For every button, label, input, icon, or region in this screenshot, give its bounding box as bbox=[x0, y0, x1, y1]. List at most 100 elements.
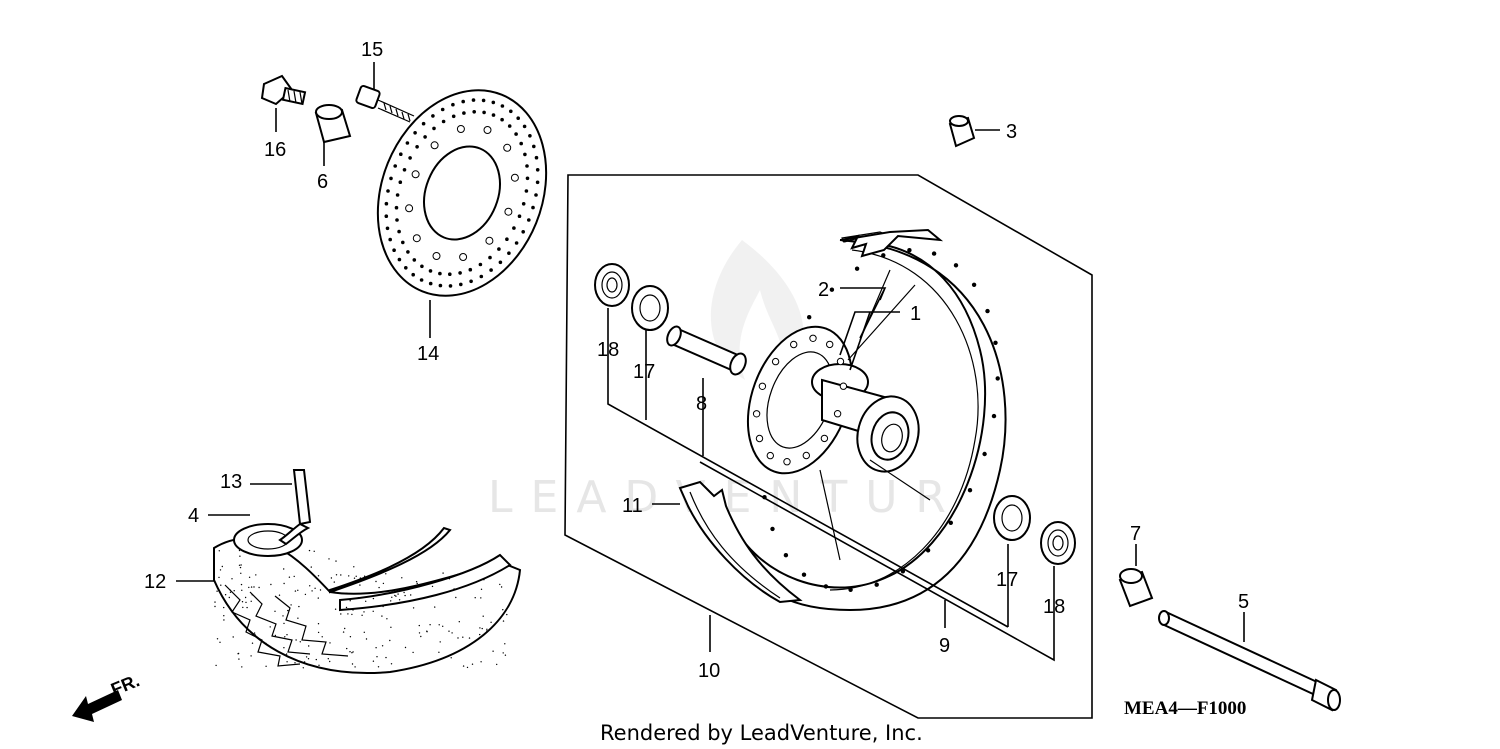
tire-stipple-dot bbox=[468, 637, 471, 639]
tire-stipple-dot bbox=[283, 582, 285, 585]
drill-hole bbox=[517, 214, 522, 218]
tire-stipple-dot bbox=[404, 594, 406, 597]
drill-hole bbox=[535, 180, 540, 185]
front-label: FR. bbox=[108, 670, 142, 699]
tire-stipple-dot bbox=[492, 650, 494, 652]
tire-stipple-dot bbox=[486, 628, 488, 630]
tire-stipple-dot bbox=[377, 666, 380, 668]
drill-hole bbox=[770, 526, 775, 532]
drill-hole bbox=[491, 100, 496, 105]
tire-stipple-dot bbox=[288, 576, 291, 578]
tire-stipple-dot bbox=[496, 663, 498, 666]
tire-stipple-dot bbox=[335, 560, 337, 562]
tire-stipple-dot bbox=[330, 577, 333, 579]
drill-hole bbox=[423, 135, 427, 139]
tire-stipple-dot bbox=[285, 653, 288, 655]
tire-stipple-dot bbox=[412, 607, 415, 609]
drill-hole bbox=[790, 340, 798, 349]
tire-stipple-dot bbox=[305, 656, 308, 658]
tire-stipple-dot bbox=[250, 586, 253, 588]
tire-stipple-dot bbox=[385, 573, 387, 575]
tire-stipple-dot bbox=[349, 651, 351, 653]
drill-hole bbox=[527, 218, 531, 222]
tire-stipple-dot bbox=[240, 564, 242, 566]
tire-stipple-dot bbox=[307, 658, 310, 660]
seal-17-right bbox=[993, 495, 1031, 541]
drill-hole bbox=[535, 168, 540, 172]
tire-stipple-dot bbox=[329, 642, 331, 644]
tire-stipple-dot bbox=[253, 586, 255, 588]
drill-hole bbox=[507, 251, 511, 255]
tire-stipple-dot bbox=[346, 647, 348, 650]
tire-stipple-dot bbox=[246, 606, 248, 609]
tire-stipple-dot bbox=[321, 636, 323, 638]
tire-stipple-dot bbox=[453, 588, 455, 590]
tire-stipple-dot bbox=[479, 633, 481, 636]
drill-hole bbox=[925, 548, 931, 553]
drill-hole bbox=[411, 170, 420, 179]
tire-stipple-dot bbox=[404, 646, 407, 649]
drill-hole bbox=[412, 234, 421, 243]
tire-stipple-dot bbox=[309, 585, 311, 587]
drill-hole bbox=[512, 226, 516, 230]
drill-hole bbox=[848, 587, 853, 592]
drill-hole bbox=[384, 201, 389, 206]
tire-stipple-dot bbox=[363, 575, 366, 577]
tire-stipple-dot bbox=[386, 618, 388, 620]
tire-stipple-dot bbox=[504, 643, 506, 645]
label-part-7: 7 bbox=[1130, 523, 1141, 545]
drill-hole bbox=[881, 253, 886, 258]
drill-hole bbox=[481, 98, 486, 103]
drill-hole bbox=[524, 189, 529, 193]
drill-hole bbox=[809, 334, 817, 342]
drill-hole bbox=[874, 582, 879, 587]
drill-hole bbox=[758, 382, 767, 390]
tire-stipple-dot bbox=[480, 661, 482, 663]
drill-hole bbox=[438, 283, 443, 288]
tire-stipple-dot bbox=[479, 627, 481, 629]
front-arrow-icon bbox=[72, 690, 122, 722]
tire-stipple-dot bbox=[346, 592, 348, 594]
tire-stipple-dot bbox=[308, 645, 310, 647]
collar-6 bbox=[314, 104, 352, 144]
drill-hole bbox=[783, 458, 791, 466]
label-part-17-right: 17 bbox=[996, 569, 1018, 591]
tire-stipple-dot bbox=[431, 585, 434, 588]
tire-stipple-dot bbox=[254, 634, 256, 636]
label-part-14: 14 bbox=[417, 343, 439, 365]
tire-stipple-dot bbox=[471, 663, 474, 665]
tire-stipple-dot bbox=[499, 583, 501, 586]
drill-hole bbox=[399, 152, 403, 156]
tire-stipple-dot bbox=[342, 631, 345, 633]
drill-hole bbox=[500, 104, 505, 108]
tire-stipple-dot bbox=[311, 590, 313, 592]
drill-hole bbox=[522, 124, 527, 129]
drill-hole bbox=[953, 263, 959, 268]
drill-hole bbox=[421, 121, 426, 126]
tire-stipple-dot bbox=[255, 574, 257, 576]
drill-hole bbox=[519, 141, 523, 146]
tire-stipple-dot bbox=[438, 651, 440, 653]
tire-stipple-dot bbox=[239, 555, 241, 557]
tire-stipple-dot bbox=[349, 600, 351, 602]
brake-disc bbox=[376, 89, 548, 297]
tire-stipple-dot bbox=[397, 593, 399, 595]
tire-stipple-dot bbox=[219, 641, 221, 643]
drill-hole bbox=[525, 176, 530, 181]
label-part-4: 4 bbox=[188, 505, 199, 527]
drill-hole bbox=[451, 114, 456, 119]
tire-stipple-dot bbox=[372, 597, 375, 600]
drill-hole bbox=[392, 248, 396, 252]
tire-stipple-dot bbox=[241, 589, 243, 591]
tire-stipple-dot bbox=[490, 621, 492, 623]
drill-hole bbox=[488, 255, 492, 260]
tire-stipple-dot bbox=[231, 578, 233, 580]
drill-hole bbox=[900, 569, 906, 574]
tire-stipple-dot bbox=[355, 575, 357, 577]
tire-stipple-dot bbox=[481, 627, 483, 630]
bearing-18-right bbox=[1040, 521, 1076, 565]
tire-stipple-dot bbox=[504, 654, 507, 656]
drill-hole bbox=[432, 126, 436, 131]
tire-stipple-dot bbox=[223, 615, 225, 617]
label-part-6: 6 bbox=[317, 171, 328, 193]
